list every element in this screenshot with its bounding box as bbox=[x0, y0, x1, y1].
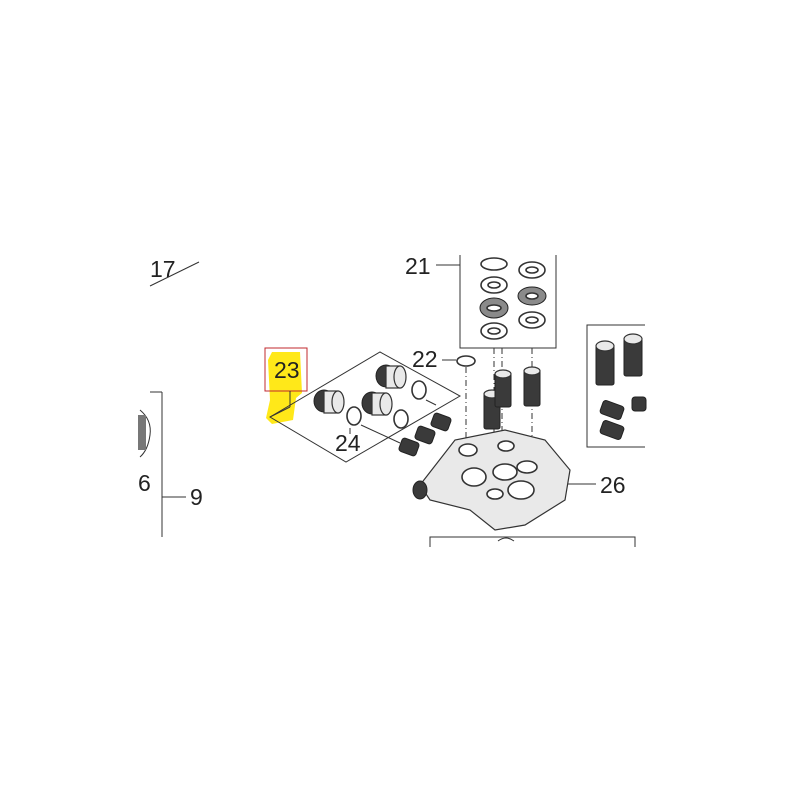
callout-26: 26 bbox=[600, 472, 626, 498]
valve-kit-23[interactable]: 23 bbox=[264, 347, 462, 463]
callout-21: 21 bbox=[405, 253, 431, 279]
bottom-partial-box bbox=[429, 536, 636, 547]
valve-cartridges bbox=[398, 366, 541, 457]
callout-9: 9 bbox=[190, 484, 203, 510]
callout-17: 17 bbox=[150, 256, 176, 282]
seal-kit-21: 21 bbox=[405, 253, 557, 520]
manifold-26: 26 bbox=[412, 429, 626, 531]
selection-box bbox=[264, 347, 308, 392]
valve-cap bbox=[313, 389, 345, 414]
valve-cap bbox=[361, 391, 393, 416]
highlight-marker bbox=[266, 352, 302, 424]
right-partial-kit bbox=[586, 324, 647, 448]
callout-24: 24 bbox=[335, 430, 361, 456]
valve-cap bbox=[375, 364, 407, 389]
callout-6: 6 bbox=[138, 470, 151, 496]
callout-23: 23 bbox=[274, 357, 300, 383]
o-ring-22: 22 bbox=[412, 346, 476, 445]
left-partial-assembly: 6 9 17 bbox=[138, 256, 203, 537]
callout-22: 22 bbox=[412, 346, 438, 372]
